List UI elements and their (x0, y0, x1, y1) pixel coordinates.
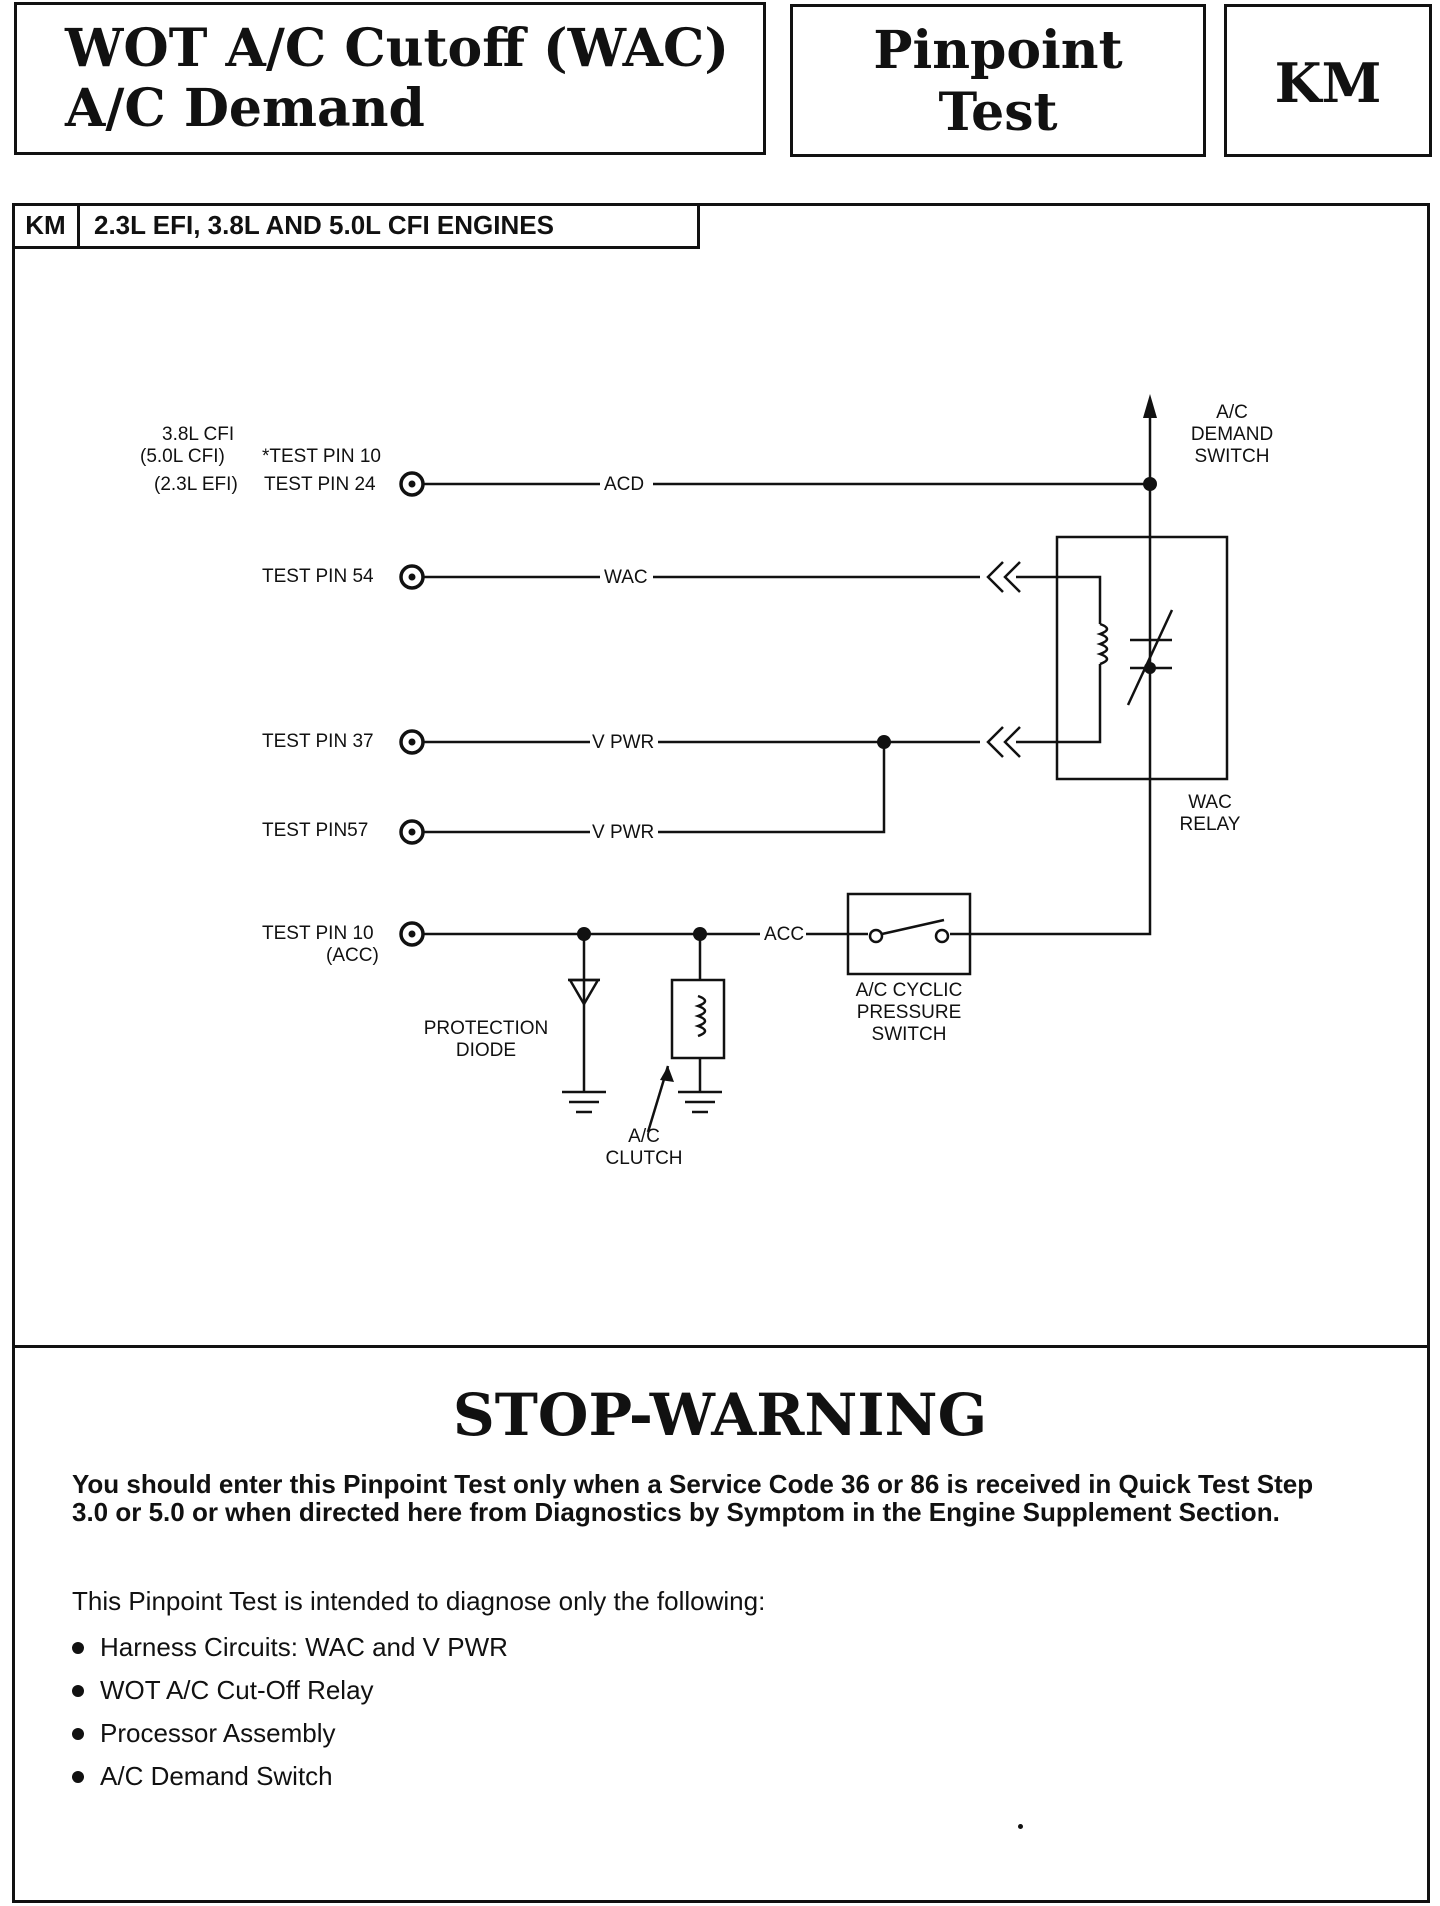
section-box: Pinpoint Test (790, 4, 1206, 157)
pin-37-label: TEST PIN 37 (262, 731, 374, 752)
connector-wac-chevron-1 (986, 561, 1004, 593)
pin-57-label: TEST PIN57 (262, 820, 368, 841)
section-divider (12, 1345, 1430, 1348)
stray-mark (1018, 1824, 1023, 1829)
pin-54-label: TEST PIN 54 (262, 566, 374, 587)
terminal-pin-54-center (408, 573, 416, 581)
ac-clutch-box (670, 978, 726, 1060)
diagram-frame (12, 203, 1430, 1903)
pin-10-acc-label: TEST PIN 10 (262, 923, 374, 944)
pin-10-acc-sublabel: (ACC) (326, 945, 379, 966)
list-item: Processor Assembly (72, 1718, 508, 1761)
relay-coil (1096, 622, 1109, 666)
demand-switch-arrow-icon (1143, 394, 1157, 418)
title-box: WOT A/C Cutoff (WAC) A/C Demand (14, 2, 766, 155)
junction-relay-contact (1144, 662, 1156, 674)
pin-10-label: *TEST PIN 10 (262, 446, 381, 467)
terminal-pin-37-center (408, 738, 416, 746)
demand-switch-label-3: SWITCH (1195, 446, 1270, 467)
engine-label-3-8l: 3.8L CFI (162, 424, 234, 445)
wire-acd-label: ACD (604, 474, 644, 495)
engine-tab-description: 2.3L EFI, 3.8L AND 5.0L CFI ENGINES (94, 210, 554, 240)
wire-vpwr-57-label: V PWR (592, 822, 654, 843)
diagnosis-intro: This Pinpoint Test is intended to diagno… (72, 1586, 766, 1616)
clutch-label-2: CLUTCH (605, 1148, 682, 1169)
cyclic-switch-label-3: SWITCH (872, 1024, 947, 1045)
wire-wac-label: WAC (604, 567, 648, 588)
ac-clutch-coil (694, 994, 707, 1038)
diagnosis-list: Harness Circuits: WAC and V PWR WOT A/C … (72, 1632, 508, 1804)
clutch-label-1: A/C (628, 1126, 660, 1147)
terminal-pin-57-center (408, 828, 416, 836)
junction-vpwr (877, 735, 891, 749)
cyclic-switch-blade (881, 918, 945, 936)
wire-demand-switch-vertical (970, 410, 1152, 936)
relay-coil-bottom-lead (1016, 690, 1102, 744)
connector-wac-chevron-2 (1003, 561, 1021, 593)
demand-switch-label-1: A/C (1216, 402, 1248, 423)
engine-tab-code: KM (14, 205, 80, 246)
junction-diode (577, 927, 591, 941)
relay-label-1: WAC (1188, 792, 1232, 813)
relay-coil-top-lead (1016, 575, 1102, 610)
section-label-line-2: Test (938, 82, 1058, 143)
test-code-box: KM (1224, 4, 1432, 157)
diode-label-1: PROTECTION (424, 1018, 549, 1039)
wac-relay-box (1055, 535, 1229, 781)
list-item: WOT A/C Cut-Off Relay (72, 1675, 508, 1718)
engine-label-5-0l: (5.0L CFI) (140, 446, 225, 467)
relay-contact-arm (1126, 609, 1174, 706)
warning-text: You should enter this Pinpoint Test only… (72, 1469, 1314, 1527)
wire-vpwr-37-label: V PWR (592, 732, 654, 753)
terminal-pin-24-center (408, 480, 416, 488)
engine-label-2-3l: (2.3L EFI) (154, 474, 238, 495)
test-code: KM (1274, 51, 1382, 115)
engine-tab: KM 2.3L EFI, 3.8L AND 5.0L CFI ENGINES (14, 205, 700, 249)
relay-label-2: RELAY (1180, 814, 1241, 835)
page-title-line-1: WOT A/C Cutoff (WAC) (65, 18, 730, 79)
terminal-pin-10-acc-center (408, 930, 416, 938)
wire-acc-label: ACC (764, 924, 804, 945)
connector-vpwr-chevron-1 (986, 726, 1004, 758)
pin-24-label: TEST PIN 24 (264, 474, 376, 495)
junction-acd (1143, 477, 1157, 491)
cyclic-switch-contact-left (868, 928, 884, 944)
junction-dots (577, 477, 1157, 941)
wire-vpwr-57-right (658, 742, 886, 834)
warning-title: STOP-WARNING (452, 1381, 988, 1449)
section-label-line-1: Pinpoint (873, 20, 1123, 81)
list-item: A/C Demand Switch (72, 1761, 508, 1804)
connector-vpwr-chevron-2 (1003, 726, 1021, 758)
test-pin-terminals (399, 471, 425, 947)
demand-switch-label-2: DEMAND (1191, 424, 1273, 445)
page-title-line-2: A/C Demand (65, 78, 425, 139)
cyclic-switch-label-1: A/C CYCLIC (856, 980, 963, 1001)
wiring-schematic: 3.8L CFI (5.0L CFI) *TEST PIN 10 (2.3L E… (140, 394, 1273, 1169)
junction-clutch (693, 927, 707, 941)
list-item: Harness Circuits: WAC and V PWR (72, 1632, 508, 1675)
cyclic-switch-contact-right (934, 928, 950, 944)
diode-label-2: DIODE (456, 1040, 516, 1061)
cyclic-switch-label-2: PRESSURE (857, 1002, 962, 1023)
clutch-pointer-arrow-icon (660, 1066, 674, 1082)
wires (424, 410, 1229, 1133)
